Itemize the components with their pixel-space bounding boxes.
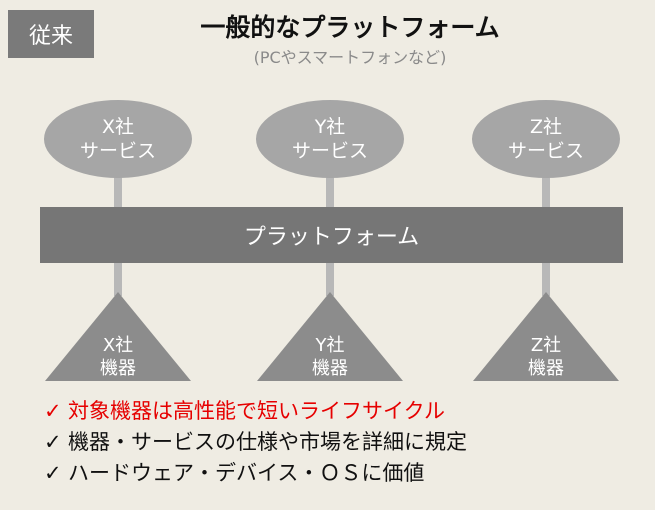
service-z: Z社 サービス bbox=[472, 100, 620, 178]
device-label: Z社 機器 bbox=[473, 334, 619, 380]
device-company: Y社 bbox=[315, 335, 345, 356]
device-company: X社 bbox=[102, 335, 134, 356]
connector-z-lower bbox=[542, 262, 550, 296]
device-x: X社 機器 bbox=[45, 292, 191, 381]
device-label: X社 機器 bbox=[45, 334, 191, 380]
service-type: サービス bbox=[507, 140, 584, 162]
connector-x-upper bbox=[114, 176, 122, 208]
device-company: Z社 bbox=[530, 335, 562, 356]
diagram-subtitle: (PCやスマートフォンなど) bbox=[253, 48, 447, 67]
point-text: ハードウェア・デバイス・ＯＳに価値 bbox=[68, 461, 425, 485]
point-list: ✓対象機器は高性能で短いライフサイクル ✓機器・サービスの仕様や市場を詳細に規定… bbox=[44, 396, 467, 489]
platform-bar: プラットフォーム bbox=[40, 207, 623, 263]
connector-y-lower bbox=[326, 262, 334, 296]
list-item: ✓ハードウェア・デバイス・ＯＳに価値 bbox=[44, 458, 467, 489]
service-type: サービス bbox=[291, 140, 368, 162]
device-type: 機器 bbox=[528, 358, 564, 379]
device-label: Y社 機器 bbox=[257, 334, 403, 380]
point-text: 対象機器は高性能で短いライフサイクル bbox=[68, 399, 445, 423]
device-type: 機器 bbox=[100, 358, 136, 379]
point-text: 機器・サービスの仕様や市場を詳細に規定 bbox=[68, 430, 467, 454]
connector-y-upper bbox=[326, 176, 334, 208]
service-company: Z社 bbox=[529, 116, 563, 138]
triangle-shape bbox=[45, 292, 191, 381]
service-type: サービス bbox=[79, 140, 156, 162]
check-icon: ✓ bbox=[44, 430, 62, 454]
service-company: Y社 bbox=[314, 116, 346, 138]
service-company: X社 bbox=[101, 116, 135, 138]
diagram-title: 一般的なプラットフォーム bbox=[200, 13, 500, 42]
device-z: Z社 機器 bbox=[473, 292, 619, 381]
triangle-shape bbox=[257, 292, 403, 381]
connector-z-upper bbox=[542, 176, 550, 208]
device-type: 機器 bbox=[312, 358, 348, 379]
check-icon: ✓ bbox=[44, 461, 62, 485]
check-icon: ✓ bbox=[44, 399, 62, 423]
list-item: ✓機器・サービスの仕様や市場を詳細に規定 bbox=[44, 427, 467, 458]
connector-x-lower bbox=[114, 262, 122, 296]
label-tag: 従来 bbox=[8, 10, 94, 58]
service-x: X社 サービス bbox=[44, 100, 192, 178]
platform-label: プラットフォーム bbox=[243, 225, 420, 250]
triangle-shape bbox=[473, 292, 619, 381]
service-y: Y社 サービス bbox=[256, 100, 404, 178]
device-y: Y社 機器 bbox=[257, 292, 403, 381]
list-item: ✓対象機器は高性能で短いライフサイクル bbox=[44, 396, 467, 427]
